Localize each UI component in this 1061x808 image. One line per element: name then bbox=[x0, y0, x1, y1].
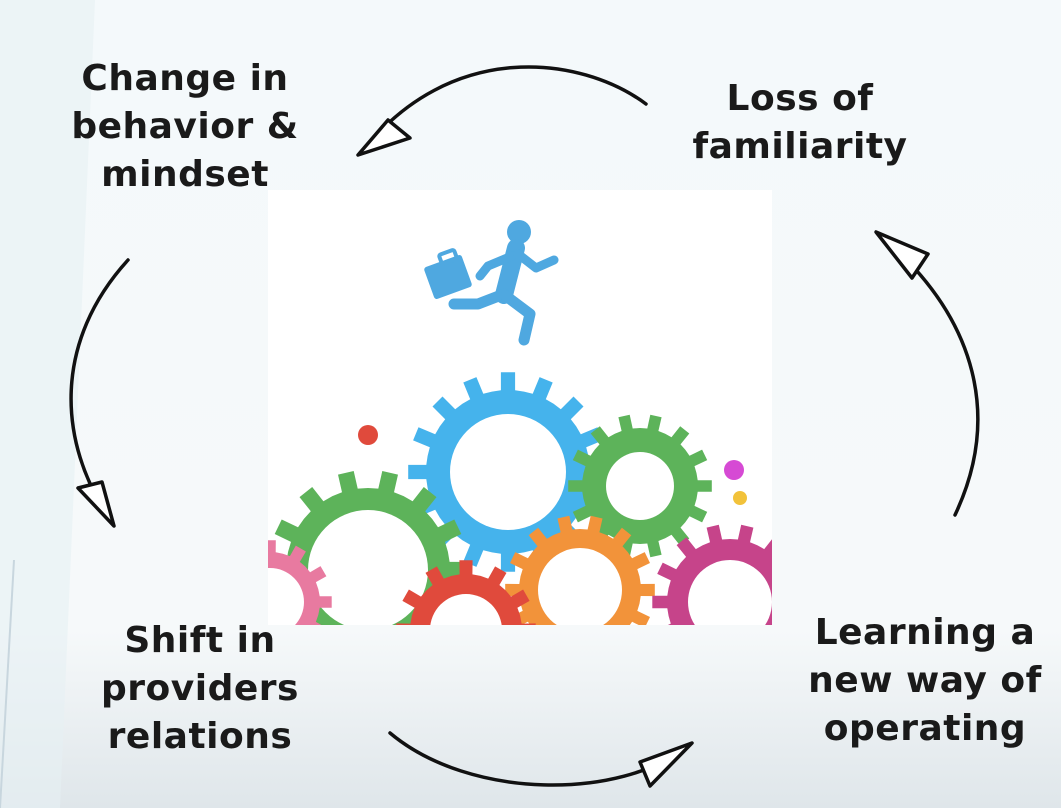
dot-magenta bbox=[724, 460, 744, 480]
node-loss-label: Loss of familiarity bbox=[692, 78, 908, 167]
gears-illustration bbox=[268, 190, 772, 625]
node-shift-label: Shift in providers relations bbox=[101, 620, 299, 757]
running-person-icon bbox=[424, 220, 559, 346]
gear-icon bbox=[652, 524, 772, 625]
gear-icon bbox=[568, 414, 712, 558]
briefcase-icon bbox=[424, 255, 472, 299]
gear-icon bbox=[268, 471, 468, 625]
gear-icon bbox=[408, 372, 608, 572]
dot-yellow bbox=[733, 491, 747, 505]
gears-svg bbox=[268, 220, 772, 625]
gear-icon bbox=[396, 560, 536, 625]
node-learning-label: Learning a new way of operating bbox=[808, 612, 1042, 749]
dot-red bbox=[358, 425, 378, 445]
node-change-label: Change in behavior & mindset bbox=[71, 58, 299, 195]
gear-icon bbox=[268, 540, 332, 625]
gear-icon bbox=[505, 515, 655, 625]
